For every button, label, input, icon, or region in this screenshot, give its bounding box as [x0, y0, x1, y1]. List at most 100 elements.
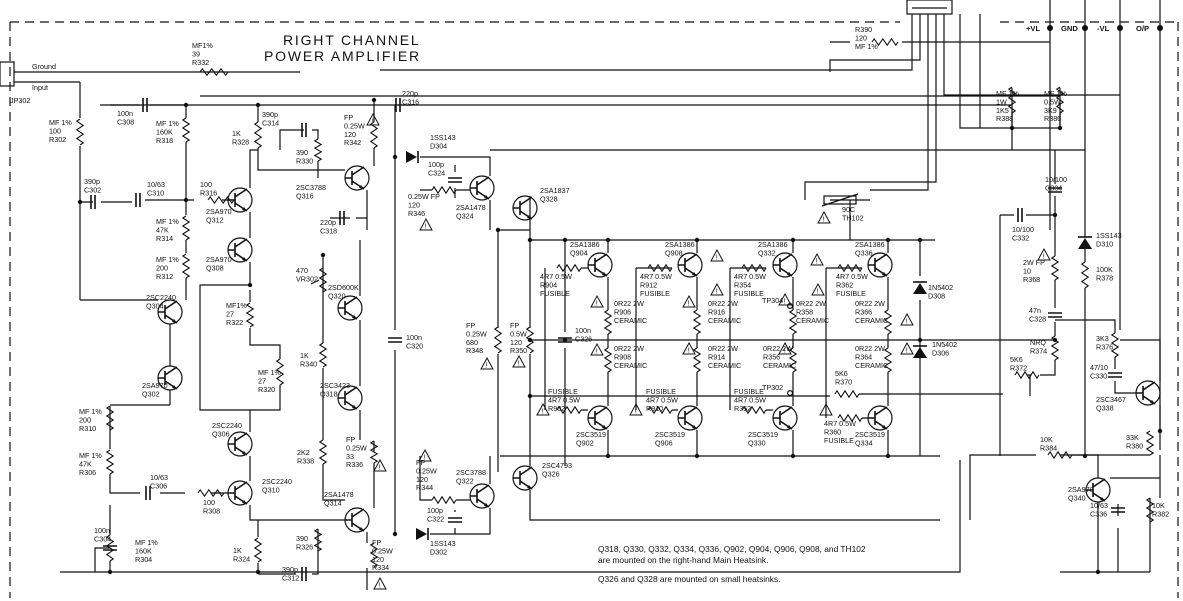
c302-label-0: 390p	[84, 177, 100, 186]
r360-label-1: R360	[824, 427, 841, 436]
r338-label-0: 2K2	[297, 448, 310, 457]
junction-19	[694, 453, 700, 459]
warning-icon-14: !	[1037, 247, 1051, 261]
junction-32	[1052, 212, 1058, 218]
q320-label-1: Q320	[328, 291, 346, 300]
r346-label-2: R346	[408, 209, 425, 218]
r902-label-1: 4R7 0.5W	[548, 395, 580, 404]
junction-23	[527, 393, 533, 399]
r312-label-0: MF 1%	[156, 255, 179, 264]
r362-label-2: FUSIBLE	[836, 289, 866, 298]
junction-4	[247, 282, 253, 288]
q312-label-0: 2SA970	[206, 207, 232, 216]
warning-icon-19: !	[373, 576, 387, 590]
q902-label-1: Q902	[576, 438, 594, 447]
q334-label-0: 2SC3519	[855, 430, 885, 439]
q312-label-1: Q312	[206, 215, 224, 224]
q336-label-1: Q336	[855, 248, 873, 257]
r384-label-1: R384	[1040, 443, 1057, 452]
r378-label-0: 100K	[1096, 265, 1113, 274]
q340-label-0: 2SA970	[1068, 485, 1094, 494]
junction-5	[320, 252, 326, 258]
r914-label-2: CERAMIC	[708, 361, 741, 370]
q338-label-0: 2SC3467	[1096, 395, 1126, 404]
svg-text:!: !	[1043, 252, 1045, 261]
tp304-label-0: TP304	[762, 296, 783, 305]
q304-label-1: Q304	[146, 301, 164, 310]
r362-label-0: 4R7 0.5W	[836, 272, 868, 281]
r390-label-1: 120	[855, 33, 867, 42]
r310-label-2: R310	[79, 424, 96, 433]
r310-label-0: MF 1%	[79, 407, 102, 416]
r330-label-0: 390	[296, 148, 308, 157]
q908-label-0: 2SA1386	[665, 240, 695, 249]
q320-label-0: 2SD600K	[328, 283, 359, 292]
c306-label-0: 10/63	[150, 473, 168, 482]
r314-label-2: R314	[156, 234, 173, 243]
d308-label-1: D308	[928, 291, 945, 300]
c302-label-1: C302	[84, 185, 101, 194]
r314-label-1: 47K	[156, 225, 169, 234]
junction-18	[605, 453, 611, 459]
r358-label-2: CERAMIC	[796, 316, 829, 325]
r338-label-1: R338	[297, 456, 314, 465]
c324-label-1: C324	[428, 168, 445, 177]
q308-label-0: 2SA970	[206, 255, 232, 264]
r372-label-0: 5K6	[1010, 355, 1023, 364]
note-line-0: Q318, Q330, Q332, Q334, Q336, Q902, Q904…	[598, 544, 866, 554]
svg-text:!: !	[784, 346, 786, 355]
r910-label-0: FUSIBLE	[646, 387, 676, 396]
r330-label-1: R330	[296, 156, 313, 165]
r358-label-1: R358	[796, 307, 813, 316]
title-line-1: RIGHT CHANNEL	[283, 32, 421, 48]
svg-text:!: !	[486, 361, 488, 370]
warning-icon-10: !	[778, 292, 792, 306]
r386-label-2: 3K9	[1044, 106, 1057, 115]
junction-25	[255, 569, 261, 575]
q340-label-1: Q340	[1068, 493, 1086, 502]
c324-label-0: 100p	[428, 160, 444, 169]
c316-label-0: 220p	[402, 89, 418, 98]
r350-label-0: FP	[510, 321, 519, 330]
c330-label-1: C330	[1090, 371, 1107, 380]
junction-3	[255, 102, 261, 108]
r384-label-0: 10K	[1040, 435, 1053, 444]
note-line-1: are mounted on the right-hand Main Heats…	[598, 555, 768, 565]
svg-text:!: !	[635, 407, 637, 416]
r348-label-1: 0.25W	[466, 329, 487, 338]
r348-label-2: 680	[466, 338, 478, 347]
input-label: Input	[32, 83, 48, 92]
r372-label-1: R372	[1010, 363, 1027, 372]
r906-label-1: R906	[614, 307, 631, 316]
c332-label-1: C332	[1012, 233, 1029, 242]
d302-label-1: D302	[430, 547, 447, 556]
q318-label-0: 2SC3423	[320, 381, 350, 390]
r356-label-0: 0R22 2W	[763, 344, 793, 353]
rail-pos-label: +VL	[1026, 24, 1040, 33]
junction-17	[562, 337, 568, 343]
q306-label-0: 2SC2240	[212, 421, 242, 430]
c330-label-0: 47/10	[1090, 363, 1108, 372]
q314-label-1: Q314	[324, 498, 342, 507]
r902-label-2: R902	[548, 404, 565, 413]
r336-label-0: FP	[346, 435, 355, 444]
